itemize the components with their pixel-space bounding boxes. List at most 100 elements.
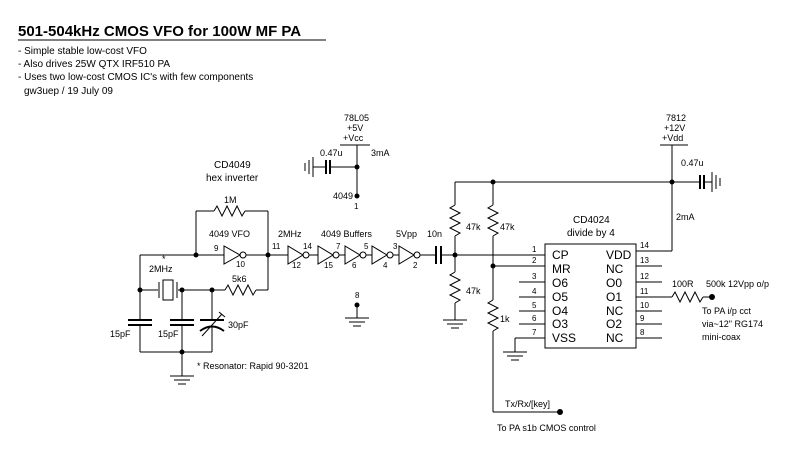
divider-pin-num-4: 4 <box>532 287 537 296</box>
bias-res-bottom-label: 47k <box>466 286 481 296</box>
divider-pin-num-12: 12 <box>640 272 649 281</box>
bias-res-top-label: 47k <box>466 222 481 232</box>
divider-pin-name-o2: O2 <box>606 317 622 331</box>
reg12-rail: +Vdd <box>662 133 683 143</box>
vfo-series-resistor <box>224 283 257 297</box>
output-resistor <box>671 290 704 304</box>
coupling-cap-label: 10n <box>427 229 442 239</box>
vfo-ic-desc: hex inverter <box>206 173 259 184</box>
reg5-rail: +Vcc <box>343 133 364 143</box>
reg12-cap-label: 0.47u <box>681 158 704 168</box>
divider-pin-num-2: 2 <box>532 256 537 265</box>
divider-pin-num-13: 13 <box>640 256 649 265</box>
vfo-crystal <box>158 279 178 301</box>
output-dest-line-1: To PA i/p cct <box>702 306 751 316</box>
reg12-part: 7812 <box>666 113 686 123</box>
note-line-2: - Also drives 25W QTX IRF510 PA <box>18 59 170 70</box>
buffer-pin-top-4: 5 <box>364 242 369 251</box>
divider-pin-num-11: 11 <box>640 287 649 296</box>
divider-pin-name-vdd: VDD <box>606 248 632 262</box>
reg5-pin-number: 1 <box>354 202 359 211</box>
output-res-label: 100R <box>672 279 694 289</box>
output-dest-line-3: mini-coax <box>702 332 741 342</box>
divider-pin-name-o6: O6 <box>552 276 568 290</box>
output-terminal <box>709 294 715 300</box>
vfo-cap2 <box>170 319 194 352</box>
key-resistor <box>486 299 500 332</box>
divider-pin-name-nc-8: NC <box>606 331 624 345</box>
reg12-current: 2mA <box>676 212 695 222</box>
vfo-cap1 <box>128 319 152 352</box>
key-label: Tx/Rx/[key] <box>505 399 550 409</box>
divider-ground-symbol <box>503 351 527 361</box>
divider-pin-name-nc-13: NC <box>606 262 624 276</box>
buffer-freq-label: 2MHz <box>278 229 302 239</box>
divider-pin-name-o4: O4 <box>552 304 568 318</box>
bias-resistor-top <box>448 204 462 237</box>
buffer-pin-bottom-4: 4 <box>383 261 388 270</box>
coupling-cap <box>430 246 455 264</box>
reg12-ground-symbol <box>710 172 721 192</box>
vfo-inverter-label: 4049 VFO <box>209 229 250 239</box>
divider-pin-num-8: 8 <box>640 328 645 337</box>
bias-resistor-bottom <box>448 271 462 304</box>
reg5-decoupling-cap <box>320 160 357 174</box>
buffer-ground-symbol <box>345 317 369 327</box>
vfo-pin-in: 9 <box>214 244 219 253</box>
reg5-part: 78L05 <box>344 113 369 123</box>
reg5-pin-node <box>354 193 360 199</box>
output-dest-line-2: via~12" RG174 <box>702 319 763 329</box>
note-line-1: - Simple stable low-cost VFO <box>18 46 147 57</box>
buffer-pin-top-1: 11 <box>272 242 281 251</box>
buffer-pin-top-2: 14 <box>303 242 312 251</box>
buffer-chain-label: 4049 Buffers <box>321 229 372 239</box>
vfo-feedback-resistor <box>196 204 268 218</box>
reg5-current: 3mA <box>371 148 390 158</box>
vfo-crystal-label: 2MHz <box>149 264 173 274</box>
divider-pin-num-9: 9 <box>640 314 645 323</box>
buffer-pin-bottom-2: 15 <box>324 261 333 270</box>
reg12-volt: +12V <box>664 123 685 133</box>
divider-pin-num-7: 7 <box>532 328 537 337</box>
vfo-node-xtal-left <box>137 287 143 293</box>
note-author: gw3uep / 19 July 09 <box>24 86 113 97</box>
divider-pin-name-nc-10: NC <box>606 304 624 318</box>
key-res-label: 1k <box>500 314 510 324</box>
reg5-cap-label: 0.47u <box>320 148 343 158</box>
buffer-gnd-pin: 8 <box>355 291 360 300</box>
buffer-vpp-label: 5Vpp <box>396 229 417 239</box>
divider-pin-num-10: 10 <box>640 301 649 310</box>
pullup-res-label: 47k <box>500 222 515 232</box>
key-terminal <box>557 409 563 415</box>
vfo-trimmer-label: 30pF <box>228 320 249 330</box>
buffer-pin-bottom-5: 2 <box>413 261 418 270</box>
divider-pin-num-5: 5 <box>532 301 537 310</box>
buffer-pin-bottom-3: 6 <box>352 261 357 270</box>
divider-pin-num-6: 6 <box>532 314 537 323</box>
divider-pin-num-14: 14 <box>640 241 649 250</box>
buffer-pin-top-5: 3 <box>393 242 398 251</box>
note-line-3: - Uses two low-cost CMOS IC's with few c… <box>18 72 253 83</box>
divider-pin-num-3: 3 <box>532 272 537 281</box>
divider-ic-name: CD4024 <box>573 215 610 226</box>
output-level-label: 500k 12Vpp o/p <box>706 279 769 289</box>
pullup-resistor <box>486 204 500 237</box>
divider-pin-name-mr: MR <box>552 262 571 276</box>
divider-pin-name-o1: O1 <box>606 290 622 304</box>
vfo-ic-name: CD4049 <box>214 160 251 171</box>
divider-ic-body <box>544 243 637 349</box>
key-destination: To PA s1b CMOS control <box>497 423 596 433</box>
divider-pin-name-cp: CP <box>552 248 569 262</box>
vfo-cap2-label: 15pF <box>158 329 179 339</box>
reg12-decoupling-cap <box>672 175 710 189</box>
vfo-cap1-label: 15pF <box>110 329 131 339</box>
vfo-trimmer-cap <box>199 311 226 352</box>
divider-pin-name-vss: VSS <box>552 331 576 345</box>
buffer-pin-top-3: 7 <box>336 242 341 251</box>
bias-ground-symbol <box>443 319 467 329</box>
vfo-feedback-res-label: 1M <box>224 195 237 205</box>
divider-pin-name-o3: O3 <box>552 317 568 331</box>
divider-pin-num-1: 1 <box>532 245 537 254</box>
divider-ic-desc: divide by 4 <box>567 228 615 239</box>
